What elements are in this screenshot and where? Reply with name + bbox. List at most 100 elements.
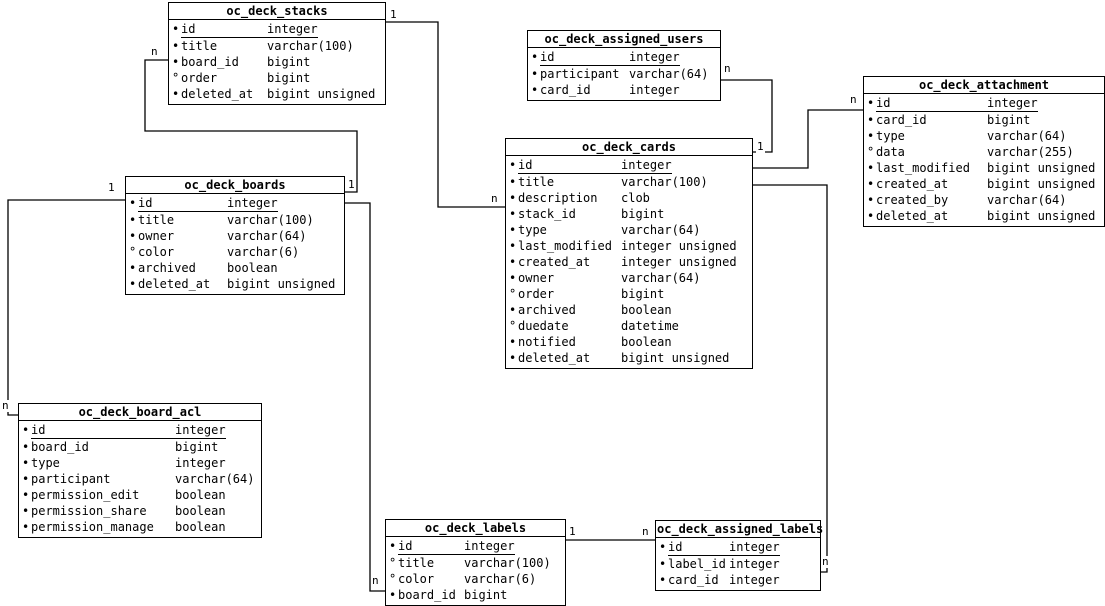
column-row: • participant varchar(64)	[531, 66, 716, 82]
table-columns: • id integer • participant varchar(64) •…	[528, 48, 720, 100]
null-marker-icon: •	[509, 271, 517, 285]
cardinality-label-cards-left: n	[490, 192, 499, 205]
column-name: type	[518, 223, 547, 237]
cardinality-label-assigned-labels-left: n	[641, 525, 650, 538]
table-columns: • id integer • card_id bigint • type var…	[864, 94, 1104, 226]
column-name: board_id	[181, 55, 239, 69]
column-content: label_id integer	[668, 556, 780, 572]
column-type: bigint unsigned	[987, 177, 1096, 191]
null-marker-icon: •	[867, 113, 875, 127]
column-type: bigint	[987, 113, 1031, 127]
column-content: id integer	[181, 21, 318, 38]
column-content: color varchar(6)	[398, 571, 536, 587]
column-name: deleted_at	[181, 87, 254, 101]
column-type: varchar(100)	[621, 175, 708, 189]
column-row: • deleted_at bigint unsigned	[172, 86, 381, 102]
column-content: card_id bigint	[876, 112, 1030, 128]
column-type: bigint unsigned	[987, 209, 1096, 223]
cardinality-label-board-acl-left: n	[1, 399, 10, 412]
null-marker-icon: °	[129, 245, 137, 259]
cardinality-label-assigned-labels-right: n	[821, 555, 830, 568]
null-marker-icon: •	[22, 472, 30, 486]
column-row: • created_by varchar(64)	[867, 192, 1100, 208]
column-row: • id integer	[22, 422, 257, 439]
null-marker-icon: •	[389, 539, 397, 553]
cardinality-label-boards-left: 1	[107, 181, 116, 194]
null-marker-icon: •	[659, 540, 667, 554]
null-marker-icon: •	[867, 129, 875, 143]
column-row: • permission_manage boolean	[22, 519, 257, 535]
column-content: owner varchar(64)	[518, 270, 700, 286]
column-row: • id integer	[129, 195, 340, 212]
column-content: owner varchar(64)	[138, 228, 306, 244]
table-columns: • id integer • title varchar(100) • desc…	[506, 156, 752, 368]
column-content: id integer	[668, 539, 780, 556]
column-name: card_id	[876, 113, 927, 127]
column-row: • last_modified integer unsigned	[509, 238, 748, 254]
column-type: integer	[629, 50, 680, 64]
null-marker-icon: •	[129, 277, 137, 291]
null-marker-icon: •	[22, 440, 30, 454]
entity-table-oc_deck_boards: oc_deck_boards • id integer • title varc…	[125, 176, 345, 295]
column-type: bigint unsigned	[267, 87, 376, 101]
column-row: • board_id bigint	[22, 439, 257, 455]
column-type: boolean	[621, 303, 672, 317]
relationship-line-boards-stacks	[144, 59, 358, 193]
column-row: ° duedate datetime	[509, 318, 748, 334]
column-content: order bigint	[518, 286, 664, 302]
null-marker-icon: •	[509, 239, 517, 253]
cardinality-label-boards-right: 1	[347, 178, 356, 191]
column-type: boolean	[175, 488, 226, 502]
column-type: varchar(100)	[267, 39, 354, 53]
column-name: board_id	[398, 588, 456, 602]
column-name: id	[668, 540, 683, 554]
column-type: bigint	[175, 440, 219, 454]
column-type: integer	[729, 573, 780, 587]
column-type: integer unsigned	[621, 255, 737, 269]
column-row: • card_id integer	[531, 82, 716, 98]
column-content: permission_edit boolean	[31, 487, 226, 503]
null-marker-icon: •	[659, 557, 667, 571]
column-row: • card_id integer	[659, 572, 816, 588]
column-name: id	[876, 96, 891, 110]
column-content: participant varchar(64)	[31, 471, 254, 487]
null-marker-icon: •	[509, 335, 517, 349]
column-content: last_modified integer unsigned	[518, 238, 737, 254]
null-marker-icon: •	[22, 504, 30, 518]
column-name: id	[138, 196, 153, 210]
column-name: stack_id	[518, 207, 576, 221]
column-type: datetime	[621, 319, 679, 333]
table-columns: • id integer • label_id integer • card_i…	[656, 538, 820, 590]
table-columns: • id integer ° title varchar(100) ° colo…	[386, 537, 565, 605]
column-type: varchar(6)	[227, 245, 300, 259]
null-marker-icon: •	[531, 67, 539, 81]
null-marker-icon: •	[509, 191, 517, 205]
column-name: title	[518, 175, 555, 189]
column-content: last_modified bigint unsigned	[876, 160, 1095, 176]
table-title: oc_deck_labels	[386, 520, 565, 537]
column-type: bigint	[464, 588, 508, 602]
null-marker-icon: •	[129, 229, 137, 243]
column-type: bigint unsigned	[227, 277, 336, 291]
column-row: • owner varchar(64)	[129, 228, 340, 244]
cardinality-label-labels-right: 1	[568, 525, 577, 538]
column-content: id integer	[518, 157, 672, 174]
column-content: type integer	[31, 455, 226, 471]
column-name: id	[398, 539, 413, 553]
column-name: created_at	[876, 177, 949, 191]
null-marker-icon: °	[389, 556, 397, 570]
column-content: stack_id bigint	[518, 206, 664, 222]
column-type: varchar(64)	[987, 193, 1067, 207]
column-row: • title varchar(100)	[172, 38, 381, 54]
column-type: integer	[175, 456, 226, 470]
column-content: title varchar(100)	[181, 38, 354, 54]
column-row: • created_at integer unsigned	[509, 254, 748, 270]
column-type: varchar(255)	[987, 145, 1074, 159]
column-name: type	[31, 456, 60, 470]
column-name: order	[518, 287, 555, 301]
null-marker-icon: •	[172, 39, 180, 53]
column-name: permission_share	[31, 504, 147, 518]
column-row: • id integer	[867, 95, 1100, 112]
cardinality-label-cards-right: 1	[756, 140, 765, 153]
column-content: duedate datetime	[518, 318, 679, 334]
